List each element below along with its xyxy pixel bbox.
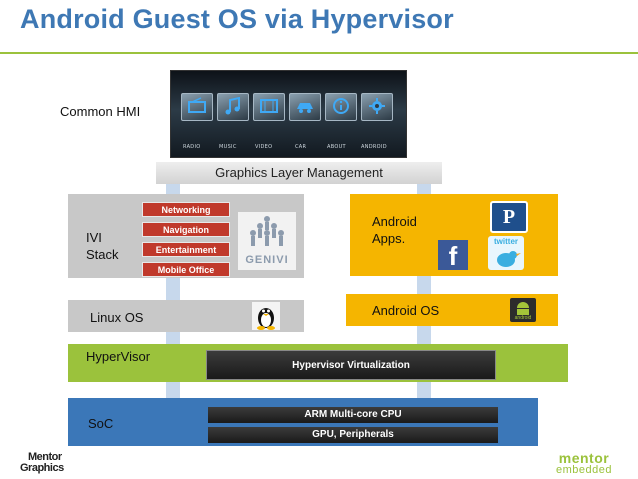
hypervisor-virtualization-bar: Hypervisor Virtualization xyxy=(206,350,496,380)
common-hmi-label: Common HMI xyxy=(60,104,141,119)
genivi-logo-text: GENIVI xyxy=(245,254,289,266)
about-icon xyxy=(325,93,357,121)
android-os-box: Android OS android xyxy=(346,294,558,326)
android-gear-icon xyxy=(361,93,393,121)
linux-os-label: Linux OS xyxy=(90,310,144,325)
twitter-logo-text: twitter xyxy=(494,237,518,246)
ivi-mobile-office: Mobile Office xyxy=(142,262,230,277)
facebook-app-icon: f xyxy=(438,240,468,271)
hmi-menu-car: CAR xyxy=(295,144,307,150)
video-icon xyxy=(253,93,285,121)
genivi-logo: GENIVI xyxy=(238,212,296,270)
music-icon xyxy=(217,93,249,121)
page-title: Android Guest OS via Hypervisor xyxy=(20,4,454,34)
car-icon xyxy=(289,93,321,121)
hmi-screenshot: RADIO MUSIC VIDEO CAR ABOUT ANDROID xyxy=(170,70,407,158)
hmi-menu-video: VIDEO xyxy=(255,144,273,150)
ivi-networking: Networking xyxy=(142,202,230,217)
ivi-entertainment: Entertainment xyxy=(142,242,230,257)
graphics-layer-management-bar: Graphics Layer Management xyxy=(156,162,442,184)
title-divider xyxy=(0,52,638,54)
android-apps-label-line1: Android xyxy=(372,214,417,229)
android-robot-icon: android xyxy=(510,298,536,322)
mentor-embedded-logo-line1: mentor xyxy=(558,450,610,466)
pandora-app-icon: P xyxy=(490,201,528,233)
ivi-navigation: Navigation xyxy=(142,222,230,237)
mentor-graphics-logo-line2: Graphics xyxy=(20,462,64,474)
ivi-stack-label-line1: IVI xyxy=(86,230,102,245)
mentor-graphics-logo: Mentor Graphics xyxy=(20,452,80,476)
hmi-menu-music: MUSIC xyxy=(219,144,237,150)
android-apps-box: Android Apps. P f twitter xyxy=(350,194,558,276)
soc-label: SoC xyxy=(88,416,114,431)
mentor-embedded-logo: mentor embedded xyxy=(542,450,626,476)
hmi-menu-android: ANDROID xyxy=(361,144,387,150)
twitter-app-icon: twitter xyxy=(488,236,524,270)
gpu-peripherals-bar: GPU, Peripherals xyxy=(208,427,498,443)
hmi-menu-radio: RADIO xyxy=(183,144,201,150)
hypervisor-layer: HyperVisor Hypervisor Virtualization xyxy=(68,344,568,382)
ivi-stack-box: IVI Stack Networking Navigation Entertai… xyxy=(68,194,304,278)
hmi-menu-about: ABOUT xyxy=(327,144,346,150)
ivi-stack-label-line2: Stack xyxy=(86,247,119,262)
mentor-graphics-logo-line1: Mentor xyxy=(28,451,62,463)
radio-icon xyxy=(181,93,213,121)
android-os-label: Android OS xyxy=(372,303,440,318)
soc-layer: SoC ARM Multi-core CPU GPU, Peripherals xyxy=(68,398,538,446)
linux-os-box: Linux OS xyxy=(68,300,304,332)
tux-penguin-icon xyxy=(252,302,280,330)
mentor-embedded-logo-line2: embedded xyxy=(556,464,612,476)
arm-cpu-bar: ARM Multi-core CPU xyxy=(208,407,498,423)
android-apps-label-line2: Apps. xyxy=(372,231,406,246)
hypervisor-label: HyperVisor xyxy=(86,349,151,364)
android-robot-text: android xyxy=(514,315,532,321)
